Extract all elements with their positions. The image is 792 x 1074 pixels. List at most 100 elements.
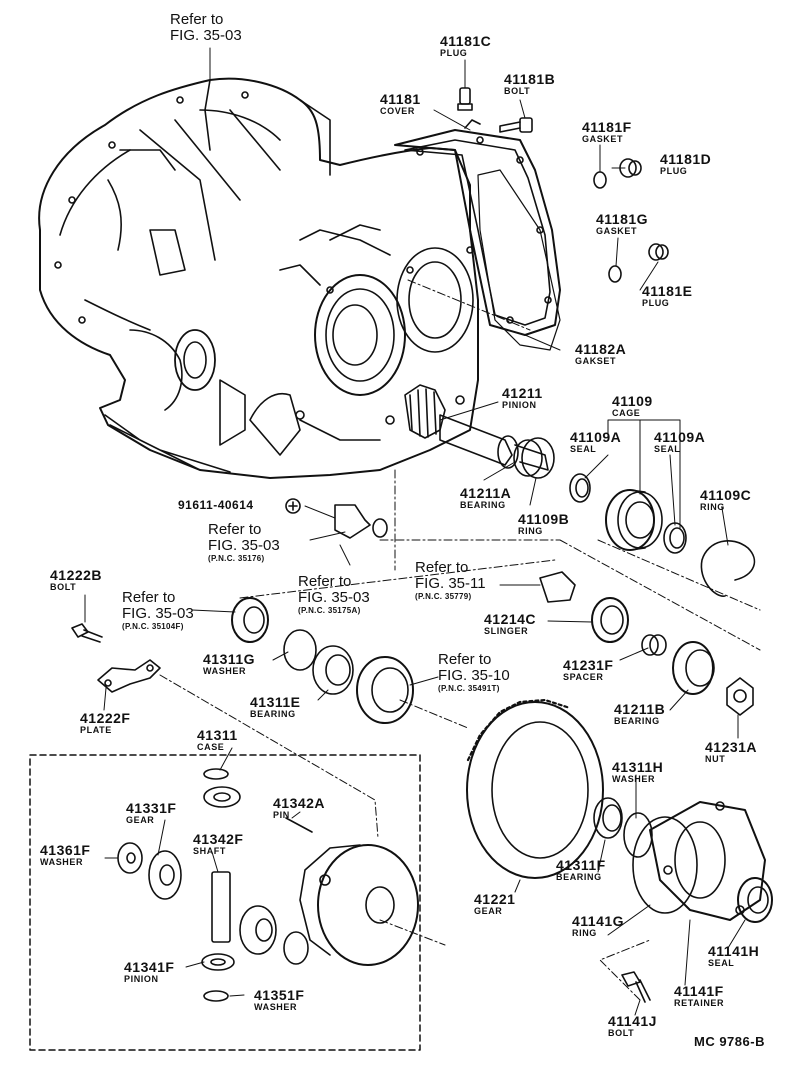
speed-sensor-bracket: [334, 504, 388, 539]
ref-fig-35-03-pnc-35104f: Refer to FIG. 35-03 (P.N.C. 35104F): [122, 590, 194, 631]
ref-fig: FIG. 35-03: [298, 588, 370, 606]
part-number: 41351F: [254, 987, 305, 1003]
part-number: 41141F: [674, 983, 724, 999]
part-number: 41181: [380, 91, 421, 107]
part-name: RING: [700, 502, 725, 512]
ref-text: Refer to: [298, 573, 352, 590]
part-number: 41109: [612, 393, 653, 409]
ref-fig: FIG. 35-03: [170, 26, 242, 44]
ref-fig: FIG. 35-03: [208, 536, 280, 554]
callout-41141g: 41141G RING: [572, 914, 624, 938]
callout-41361f: 41361F WASHER: [40, 843, 90, 867]
part-name: GEAR: [126, 815, 155, 825]
callout-41342a: 41342A PIN: [273, 796, 325, 820]
ref-text: Refer to: [208, 521, 262, 538]
part-name: BOLT: [50, 582, 77, 592]
ref-fig-35-03-top: Refer to FIG. 35-03: [170, 12, 242, 44]
callout-91611-40614: 91611-40614: [178, 499, 254, 511]
part-name: NUT: [705, 754, 726, 764]
seal-41109A-left: [569, 473, 591, 503]
part-name: SHAFT: [193, 846, 226, 856]
differential-subassembly-box: [29, 754, 421, 1051]
part-name: SLINGER: [484, 626, 529, 636]
nut-41231A: [726, 677, 754, 716]
callout-41181f: 41181F GASKET: [582, 120, 632, 144]
gasket-41181F: [593, 171, 607, 189]
callout-41342f: 41342F SHAFT: [193, 832, 243, 856]
plate-41222F: [97, 659, 161, 693]
callout-41181g: 41181G GASKET: [596, 212, 648, 236]
part-number: 41141G: [572, 913, 625, 929]
part-number: 41181C: [440, 33, 492, 49]
ref-fig-35-03-pnc-35176: Refer to FIG. 35-03 (P.N.C. 35176): [208, 522, 280, 563]
pinion-41341F: [201, 953, 235, 971]
part-number: 41222B: [50, 567, 103, 583]
part-name: SPACER: [563, 672, 604, 682]
callout-41214c: 41214C SLINGER: [484, 612, 536, 636]
part-number: 41311H: [612, 759, 664, 775]
part-name: SEAL: [708, 958, 735, 968]
part-name: GASKET: [596, 226, 638, 236]
part-number: 41181E: [642, 283, 693, 299]
pinion-bearing-ring: [521, 437, 555, 479]
callout-41341f: 41341F PINION: [124, 960, 174, 984]
differential-case-41311: [299, 844, 419, 966]
bearing-41211B: [672, 641, 715, 695]
part-name: WASHER: [254, 1002, 298, 1012]
washer-41331F-top: [203, 768, 229, 780]
callout-41181: 41181 COVER: [380, 92, 421, 116]
part-name: RING: [518, 526, 543, 536]
part-number: 41231A: [705, 739, 758, 755]
callout-41211a: 41211A BEARING: [460, 486, 511, 510]
callout-41222b: 41222B BOLT: [50, 568, 102, 592]
leader-lines: [84, 47, 746, 1016]
callout-41231f: 41231F SPACER: [563, 658, 613, 682]
part-number: 41342A: [273, 795, 326, 811]
part-number: 41222F: [80, 710, 131, 726]
callout-41311f: 41311F BEARING: [556, 858, 606, 882]
part-number: 41181B: [504, 71, 556, 87]
part-number: 91611-40614: [178, 498, 254, 512]
part-name: RETAINER: [674, 998, 725, 1008]
callout-41182a: 41182A GAKSET: [575, 342, 626, 366]
ref-pnc: (P.N.C. 35779): [415, 591, 472, 601]
ref-text: Refer to: [170, 11, 224, 28]
part-name: BEARING: [460, 500, 506, 510]
part-number: 41311E: [250, 694, 301, 710]
callout-41231a: 41231A NUT: [705, 740, 757, 764]
callout-41331f: 41331F GEAR: [126, 801, 176, 825]
ref-text: Refer to: [415, 559, 469, 576]
part-number: 41109A: [570, 429, 622, 445]
callout-41109a-left: 41109A SEAL: [570, 430, 621, 454]
part-number: 41214C: [484, 611, 537, 627]
part-number: 41211A: [460, 485, 512, 501]
callout-41141h: 41141H SEAL: [708, 944, 759, 968]
shaft-41342F: [211, 871, 231, 943]
part-number: 41331F: [126, 800, 177, 816]
assembly-axes: [159, 279, 761, 1001]
washer-41311G: [283, 629, 317, 671]
washer-41311H: [623, 812, 653, 858]
callout-41141j: 41141J BOLT: [608, 1014, 657, 1038]
callout-41181c: 41181C PLUG: [440, 34, 491, 58]
side-gear-left: [148, 850, 182, 900]
drive-pinion-41211: [404, 384, 549, 477]
washer-41361F: [117, 842, 143, 874]
part-name: BEARING: [614, 716, 660, 726]
washer-center: [283, 931, 309, 965]
part-name: CASE: [197, 742, 225, 752]
seal-41141H: [737, 877, 773, 923]
callout-41311h: 41311H WASHER: [612, 760, 663, 784]
part-name: WASHER: [203, 666, 247, 676]
bearing-41311F: [593, 797, 623, 839]
part-number: 41109A: [654, 429, 706, 445]
part-name: BOLT: [608, 1028, 635, 1038]
part-number: 41109B: [518, 511, 570, 527]
ref-text: Refer to: [122, 589, 176, 606]
callout-41109a-right: 41109A SEAL: [654, 430, 705, 454]
spacer-41231F: [641, 634, 667, 656]
ref-fig: FIG. 35-11: [415, 574, 486, 592]
bolt-41141J: [621, 971, 651, 1003]
slinger-41214C: [591, 597, 629, 643]
bolt-41181B: [499, 117, 533, 133]
